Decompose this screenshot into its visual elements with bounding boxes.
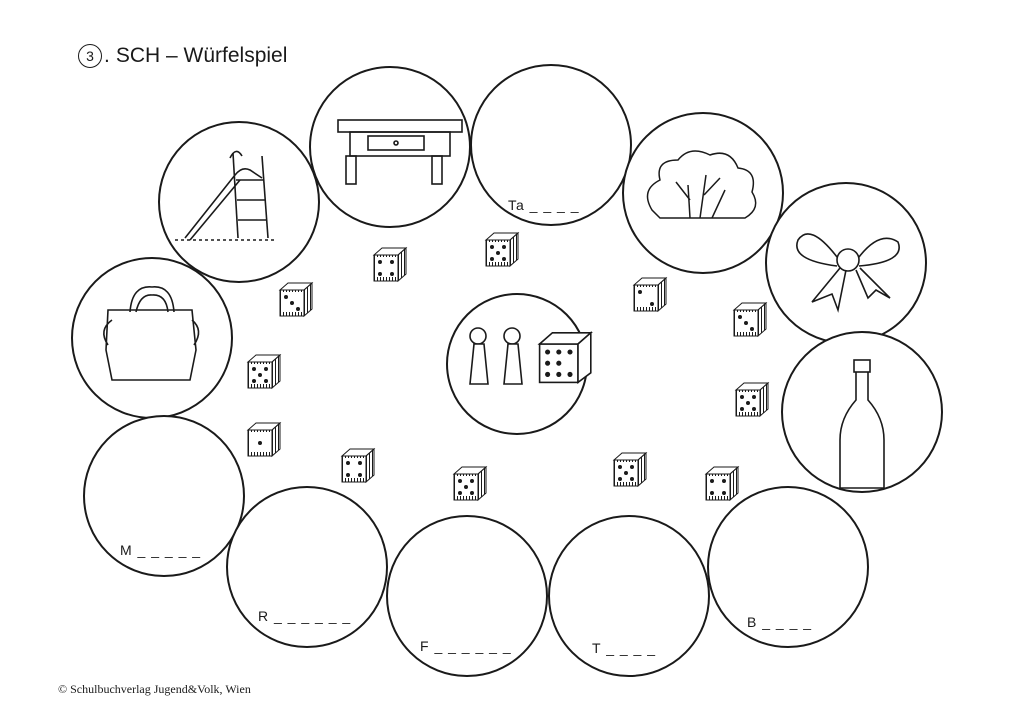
board-space-b	[707, 486, 869, 648]
table-icon	[337, 119, 463, 185]
board-space-t	[548, 515, 710, 677]
die-icon	[632, 276, 668, 313]
die-icon	[278, 281, 314, 318]
board-space-f	[386, 515, 548, 677]
word-blank-m: M _ _ _ _ _	[120, 542, 202, 558]
slide-icon	[175, 150, 275, 241]
die-icon	[340, 447, 376, 484]
die-icon	[372, 246, 408, 283]
game-pieces-icon	[469, 327, 523, 385]
word-blank-f: F _ _ _ _ _ _	[420, 638, 512, 654]
center-die-icon	[537, 331, 593, 385]
die-icon	[246, 353, 282, 390]
word-blank-tasche: Ta _ _ _ _	[508, 197, 580, 213]
board-space-bag	[71, 257, 233, 419]
die-icon	[612, 451, 648, 488]
title-separator: .	[104, 44, 110, 67]
board-space-bow	[765, 182, 927, 344]
word-blank-t: T _ _ _ _	[592, 640, 657, 656]
die-icon	[734, 381, 770, 418]
title-text: SCH – Würfelspiel	[115, 44, 288, 67]
board-space-slide	[158, 121, 320, 283]
copyright-notice: © Schulbuchverlag Jugend&Volk, Wien	[58, 682, 251, 696]
bush-icon	[646, 150, 757, 219]
board-space-table	[309, 66, 471, 228]
word-blank-r: R _ _ _ _ _ _	[258, 608, 352, 624]
board-space-tasche	[470, 64, 632, 226]
word-blank-b: B _ _ _ _	[747, 614, 813, 630]
bag-icon	[103, 286, 200, 381]
board-space-bottle	[781, 331, 943, 493]
die-icon	[732, 301, 768, 338]
worksheet-title: 3 . SCH – Würfelspiel	[78, 44, 287, 68]
bottle-icon	[839, 359, 885, 489]
die-icon	[704, 465, 740, 502]
die-icon	[246, 421, 282, 458]
die-icon	[452, 465, 488, 502]
exercise-number: 3	[78, 44, 102, 68]
dice-path	[246, 231, 770, 502]
board-space-m	[83, 415, 245, 577]
bow-icon	[796, 233, 900, 313]
board-space-r	[226, 486, 388, 648]
die-icon	[484, 231, 520, 268]
